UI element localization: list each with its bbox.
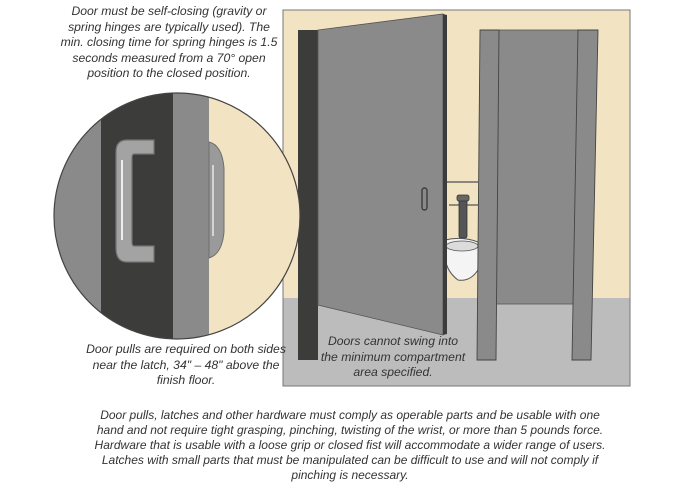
door-pull-magnified-icon xyxy=(115,139,155,263)
closed-partition xyxy=(476,29,599,361)
door-pulls-caption: Door pulls are required on both sides ne… xyxy=(86,342,286,387)
door-pull-icon xyxy=(421,187,428,211)
hinge-pilaster xyxy=(298,30,318,360)
self-closing-caption: Door must be self-closing (gravity or sp… xyxy=(60,4,278,80)
open-door xyxy=(317,13,447,336)
toilet-icon xyxy=(443,181,479,281)
swing-caption: Doors cannot swing into the minimum comp… xyxy=(320,334,466,379)
hardware-caption: Door pulls, latches and other hardware m… xyxy=(94,408,606,482)
door-pull-detail-circle xyxy=(53,92,301,340)
compartment-scene xyxy=(282,9,631,387)
